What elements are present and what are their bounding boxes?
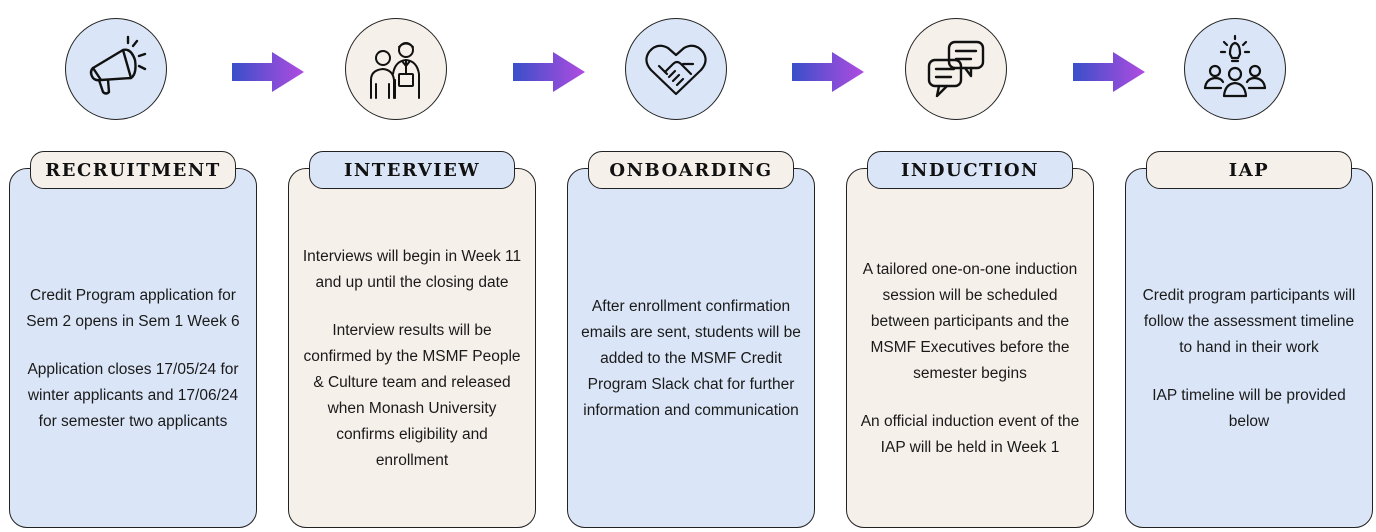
interview-people-icon xyxy=(370,42,420,99)
megaphone-icon xyxy=(89,35,147,95)
arrow-right-icon xyxy=(1073,52,1145,92)
recruitment-text-1: Credit Program application for Sem 2 ope… xyxy=(26,287,240,330)
onboarding-text-1: After enrollment confirmation emails are… xyxy=(581,298,801,419)
recruitment-text-2: Application closes 17/05/24 for winter a… xyxy=(27,361,239,430)
recruitment-card xyxy=(9,168,257,528)
induction-text-1: A tailored one-on-one induction session … xyxy=(862,261,1078,382)
induction-icon-circle xyxy=(905,18,1007,120)
iap-text-1: Credit program participants will follow … xyxy=(1142,287,1356,356)
onboarding-description: After enrollment confirmation emails are… xyxy=(567,190,815,528)
induction-title: INDUCTION xyxy=(867,151,1073,189)
iap-description: Credit program participants will follow … xyxy=(1125,190,1373,528)
arrow-right-icon xyxy=(232,52,304,92)
interview-title: INTERVIEW xyxy=(309,151,515,189)
recruitment-description: Credit Program application for Sem 2 ope… xyxy=(9,190,257,528)
interview-text-2: Interview results will be confirmed by t… xyxy=(303,322,521,469)
arrow-right-icon xyxy=(513,52,585,92)
onboarding-card xyxy=(567,168,815,528)
interview-card xyxy=(288,168,536,528)
megaphone-icon-circle xyxy=(65,18,167,120)
team-idea-icon xyxy=(1203,34,1267,98)
arrow-right-icon xyxy=(792,52,864,92)
interview-icon-circle xyxy=(345,18,447,120)
onboarding-icon-circle xyxy=(625,18,727,120)
interview-text-1: Interviews will begin in Week 11 and up … xyxy=(302,248,522,291)
onboarding-title: ONBOARDING xyxy=(588,151,794,189)
chat-bubbles-icon xyxy=(927,40,985,98)
recruitment-title: RECRUITMENT xyxy=(30,151,236,189)
interview-description: Interviews will begin in Week 11 and up … xyxy=(288,190,536,528)
induction-text-2: An official induction event of the IAP w… xyxy=(860,413,1080,456)
handshake-heart-icon xyxy=(645,44,707,96)
iap-title: IAP xyxy=(1146,151,1352,189)
iap-icon-circle xyxy=(1184,18,1286,120)
iap-card xyxy=(1125,168,1373,528)
induction-description: A tailored one-on-one induction session … xyxy=(846,190,1094,528)
iap-text-2: IAP timeline will be provided below xyxy=(1152,387,1346,430)
